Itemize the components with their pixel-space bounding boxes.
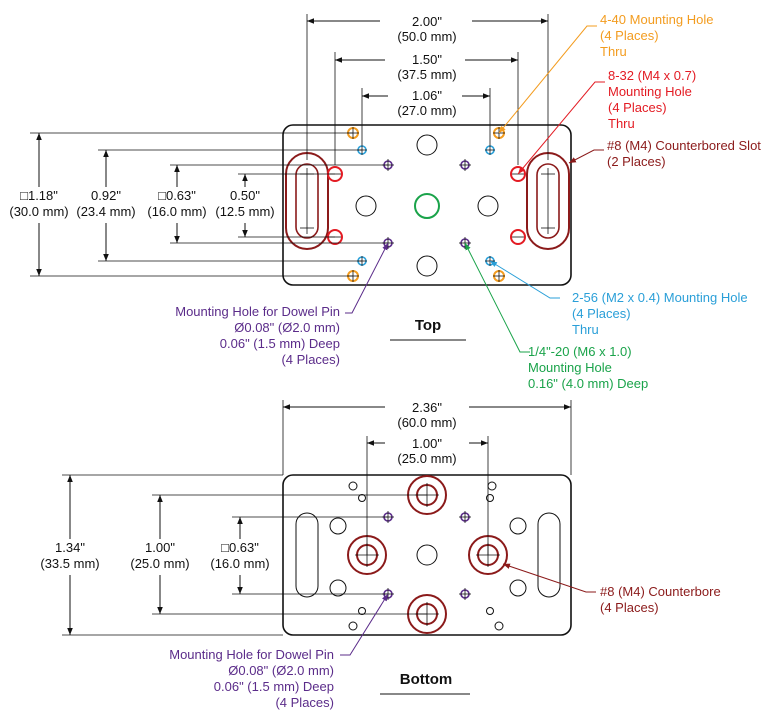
dim-1-06: 1.06" xyxy=(412,88,442,103)
dim-0-92-mm: (23.4 mm) xyxy=(76,204,135,219)
dim-1-50-mm: (37.5 mm) xyxy=(397,67,456,82)
svg-text:Mounting Hole for Dowel Pin: Mounting Hole for Dowel Pin xyxy=(169,647,334,662)
callout-440: 4-40 Mounting Hole (4 Places) Thru xyxy=(600,12,713,59)
top-plain-hole xyxy=(355,195,377,217)
svg-text:#8 (M4) Counterbored Slot: #8 (M4) Counterbored Slot xyxy=(607,138,761,153)
svg-text:0.16" (4.0 mm) Deep: 0.16" (4.0 mm) Deep xyxy=(528,376,648,391)
svg-text:Thru: Thru xyxy=(608,116,635,131)
svg-text:Ø0.08" (Ø2.0 mm): Ø0.08" (Ø2.0 mm) xyxy=(228,663,334,678)
dim-2-36-mm: (60.0 mm) xyxy=(397,415,456,430)
svg-text:Mounting Hole for Dowel Pin: Mounting Hole for Dowel Pin xyxy=(175,304,340,319)
callout-dowel-bottom: Mounting Hole for Dowel Pin Ø0.08" (Ø2.0… xyxy=(169,647,334,710)
svg-text:2-56 (M2 x 0.4) Mounting Hole: 2-56 (M2 x 0.4) Mounting Hole xyxy=(572,290,748,305)
svg-text:Thru: Thru xyxy=(600,44,627,59)
dim-0-92: 0.92" xyxy=(91,188,121,203)
callout-dowel-top: Mounting Hole for Dowel Pin Ø0.08" (Ø2.0… xyxy=(175,304,340,367)
dim-0-63-mm: (16.0 mm) xyxy=(147,204,206,219)
dim-2-00: 2.00" xyxy=(412,14,442,29)
svg-text:#8 (M4) Counterbore: #8 (M4) Counterbore xyxy=(600,584,721,599)
dim-0-63: □0.63" xyxy=(158,188,196,203)
dim-1-00-h: 1.00" xyxy=(412,436,442,451)
dim-1-00-v: 1.00" xyxy=(145,540,175,555)
svg-text:0.06" (1.5 mm) Deep: 0.06" (1.5 mm) Deep xyxy=(214,679,334,694)
svg-text:(4 Places): (4 Places) xyxy=(600,28,659,43)
dim-1-34-mm: (33.5 mm) xyxy=(40,556,99,571)
top-plain-hole xyxy=(416,134,438,156)
callout-slot: #8 (M4) Counterbored Slot (2 Places) xyxy=(607,138,761,169)
svg-text:(2 Places): (2 Places) xyxy=(607,154,666,169)
dim-1-18-mm: (30.0 mm) xyxy=(9,204,68,219)
dim-1-50: 1.50" xyxy=(412,52,442,67)
bottom-view-title: Bottom xyxy=(400,671,453,688)
callout-counterbore: #8 (M4) Counterbore (4 Places) xyxy=(600,584,721,615)
dim-1-06-mm: (27.0 mm) xyxy=(397,103,456,118)
svg-text:1/4"-20 (M6 x 1.0): 1/4"-20 (M6 x 1.0) xyxy=(528,344,632,359)
dim-0-63-b: □0.63" xyxy=(221,540,259,555)
svg-text:(4 Places): (4 Places) xyxy=(281,352,340,367)
dim-0-50-mm: (12.5 mm) xyxy=(215,204,274,219)
dim-1-18: □1.18" xyxy=(20,188,58,203)
top-quarter20-hole xyxy=(414,193,440,219)
svg-text:Mounting Hole: Mounting Hole xyxy=(608,84,692,99)
svg-text:8-32 (M4 x 0.7): 8-32 (M4 x 0.7) xyxy=(608,68,696,83)
bottom-view: 2.36" (60.0 mm) 1.00" (25.0 mm) 1.34" (3… xyxy=(34,399,721,710)
dim-1-34: 1.34" xyxy=(55,540,85,555)
svg-text:Mounting Hole: Mounting Hole xyxy=(528,360,612,375)
callout-quarter20: 1/4"-20 (M6 x 1.0) Mounting Hole 0.16" (… xyxy=(528,344,648,391)
svg-text:4-40 Mounting Hole: 4-40 Mounting Hole xyxy=(600,12,713,27)
svg-text:Thru: Thru xyxy=(572,322,599,337)
svg-text:(4 Places): (4 Places) xyxy=(572,306,631,321)
top-plain-hole xyxy=(477,195,499,217)
dim-1-00-h-mm: (25.0 mm) xyxy=(397,451,456,466)
svg-text:Ø0.08" (Ø2.0 mm): Ø0.08" (Ø2.0 mm) xyxy=(234,320,340,335)
dim-2-00-mm: (50.0 mm) xyxy=(397,29,456,44)
svg-text:(4 Places): (4 Places) xyxy=(600,600,659,615)
bottom-slot-left xyxy=(295,512,319,598)
svg-text:(4 Places): (4 Places) xyxy=(608,100,667,115)
top-view: 2.00" (50.0 mm) 1.50" (37.5 mm) 1.06" (2… xyxy=(2,12,761,391)
callout-256: 2-56 (M2 x 0.4) Mounting Hole (4 Places)… xyxy=(572,290,748,337)
dim-0-63-b-mm: (16.0 mm) xyxy=(210,556,269,571)
dim-1-00-v-mm: (25.0 mm) xyxy=(130,556,189,571)
bottom-slot-right xyxy=(537,512,561,598)
dim-0-50: 0.50" xyxy=(230,188,260,203)
top-plain-hole xyxy=(416,255,438,277)
top-view-title: Top xyxy=(415,317,441,334)
dim-2-36: 2.36" xyxy=(412,400,442,415)
top-slot-left-inner xyxy=(295,163,319,239)
svg-text:0.06" (1.5 mm) Deep: 0.06" (1.5 mm) Deep xyxy=(220,336,340,351)
svg-text:(4 Places): (4 Places) xyxy=(275,695,334,710)
callout-832: 8-32 (M4 x 0.7) Mounting Hole (4 Places)… xyxy=(608,68,696,131)
top-slot-right-inner xyxy=(536,163,560,239)
